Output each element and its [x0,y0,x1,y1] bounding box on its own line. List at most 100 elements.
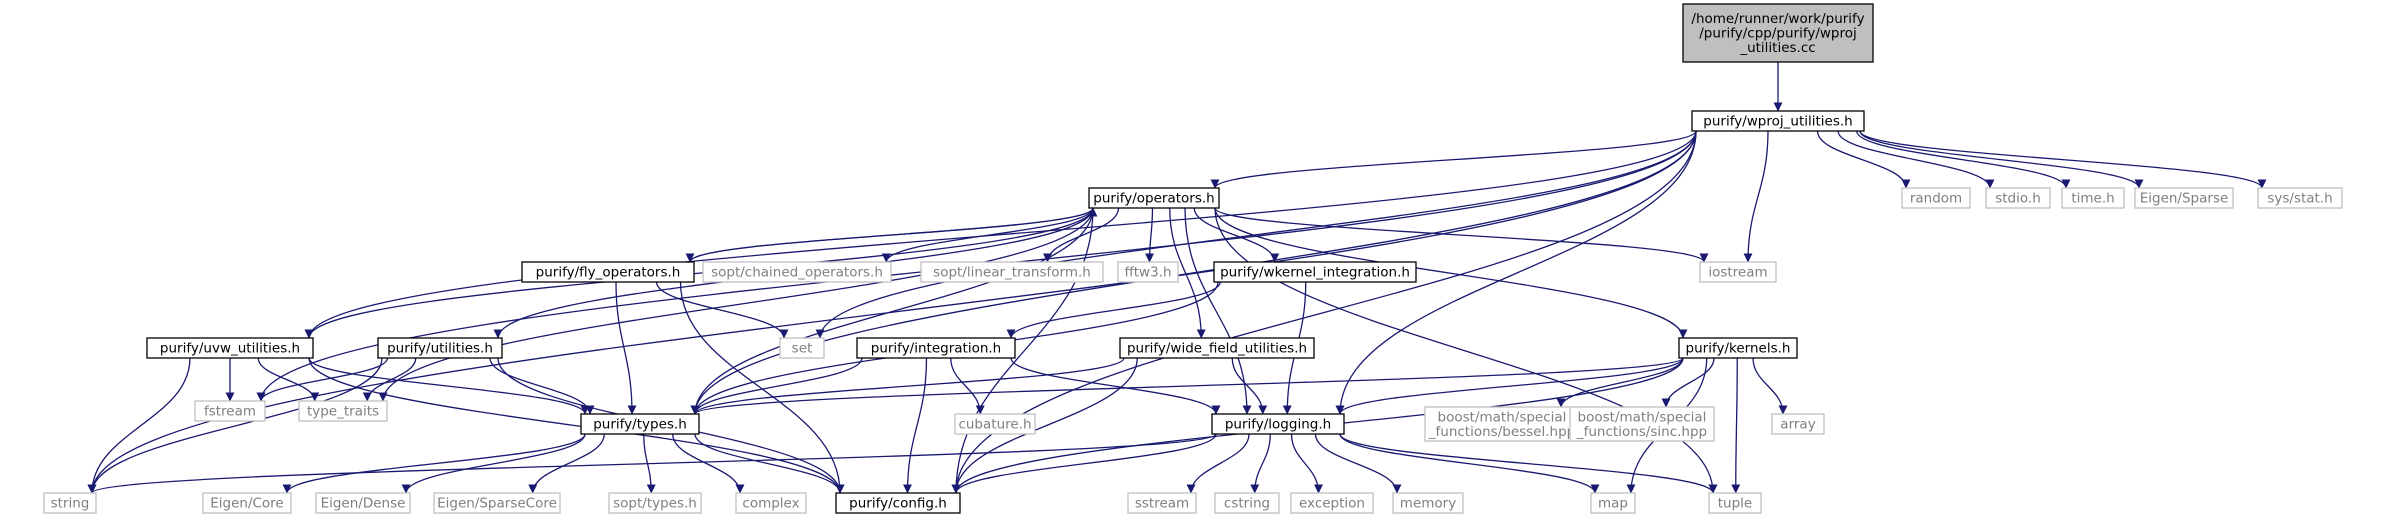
node-box [2134,187,2234,209]
node-fly[interactable]: purify/fly_operators.h [521,261,695,283]
node-box [608,492,702,514]
node-root: /home/runner/work/purify/purify/cpp/puri… [1682,3,1874,63]
node-box [2061,187,2125,209]
node-exception: exception [1290,492,1374,514]
edge-types-to-complex [672,433,745,494]
node-box [856,337,1016,359]
node-box [835,492,961,514]
edge-fly-to-operators [689,207,1098,263]
edge-wproj-to-time [1856,130,2071,189]
edge-operators-to-wkernel [1193,207,1280,263]
node-widefield[interactable]: purify/wide_field_utilities.h [1119,337,1315,359]
edge-logging-to-tuple [1339,433,1718,494]
node-box [779,337,825,359]
node-box [1678,337,1798,359]
node-label: Eigen/Core [210,496,284,512]
edge-fly-to-types [615,281,637,415]
node-box [1708,492,1762,514]
node-label: purify/config.h [849,496,947,512]
edge-operators-to-uvw [304,207,1094,339]
edge-wkernel-to-integration [1006,281,1221,339]
edge-logging-to-string [87,433,1217,494]
edge-integration-to-types [690,357,863,415]
node-box [1901,187,1971,209]
node-config[interactable]: purify/config.h [835,492,961,514]
node-box [1691,110,1865,132]
node-kernels[interactable]: purify/kernels.h [1678,337,1798,359]
edge-fly-to-config [679,281,845,494]
node-box [580,413,700,435]
edge-wproj-to-stdio [1837,130,1995,189]
node-eigen_core: Eigen/Core [202,492,292,514]
node-box [298,400,388,422]
node-box [1119,337,1315,359]
edge-widefield-to-logging [1231,357,1268,415]
node-label: map [1598,496,1628,512]
node-integration[interactable]: purify/integration.h [856,337,1016,359]
edge-wproj-to-iostream [1743,130,1769,263]
node-eigen_sparse: Eigen/Sparse [2134,187,2234,209]
edge-types-to-eigen_dense [401,433,586,494]
node-label: purify/fly_operators.h [536,265,681,281]
edge-kernels-to-tuple [1731,357,1741,494]
node-box [1213,261,1417,283]
edge-uvw-to-typetraits [257,357,320,402]
node-box [1590,492,1636,514]
node-set: set [779,337,825,359]
node-types[interactable]: purify/types.h [580,413,700,435]
node-label: type_traits [307,404,379,420]
edge-wproj-to-set [815,130,1697,339]
node-chained: sopt/chained_operators.h [702,261,892,283]
node-typetraits: type_traits [298,400,388,422]
node-box [377,337,503,359]
node-eigen_sparsecore: Eigen/SparseCore [433,492,561,514]
node-wkernel[interactable]: purify/wkernel_integration.h [1213,261,1417,283]
edge-widefield-to-config [951,357,1138,494]
edge-operators-to-config [951,207,1094,494]
node-label: _functions/bessel.hpp [1428,424,1575,440]
node-complex: complex [735,492,807,514]
node-box [43,492,97,514]
node-label: Eigen/Sparse [2140,191,2229,207]
edge-kernels-to-bessel [1556,357,1684,408]
node-uvw[interactable]: purify/uvw_utilities.h [146,337,314,359]
node-label: time.h [2071,191,2114,207]
node-label: purify/wide_field_utilities.h [1127,341,1307,357]
edge-wproj-to-types [690,130,1697,415]
node-cubature: cubature.h [954,413,1036,435]
node-label: purify/uvw_utilities.h [160,341,300,357]
node-box [702,261,892,283]
node-array: array [1771,413,1825,435]
node-box [146,337,314,359]
edge-operators-to-typetraits [378,207,1094,402]
edge-integration-to-logging [1010,357,1221,415]
node-label: purify/operators.h [1093,191,1214,207]
node-box [315,492,411,514]
edge-uvw-to-types [308,357,590,415]
node-label: /home/runner/work/purify [1691,11,1864,27]
edge-types-to-eigen_sparsecore [528,433,605,494]
node-label: fftw3.h [1124,265,1171,281]
node-box [954,413,1036,435]
edge-logging-to-exception [1290,433,1323,494]
node-logging[interactable]: purify/logging.h [1211,413,1345,435]
node-utilities[interactable]: purify/utilities.h [377,337,503,359]
node-operators[interactable]: purify/operators.h [1088,187,1220,209]
node-tuple: tuple [1708,492,1762,514]
edge-logging-to-config [951,433,1217,494]
node-box [1682,3,1874,63]
node-linear: sopt/linear_transform.h [920,261,1104,283]
edge-logging-to-map [1339,433,1600,494]
node-sstream: sstream [1127,492,1197,514]
edge-operators-to-fftw3 [1145,207,1155,263]
node-memory: memory [1392,492,1464,514]
node-label: array [1780,417,1815,433]
node-wproj[interactable]: purify/wproj_utilities.h [1691,110,1865,132]
node-box [1569,406,1715,442]
node-label: Eigen/SparseCore [437,496,557,512]
node-box [1290,492,1374,514]
edge-kernels-to-logging [1335,357,1684,415]
node-label: sopt/linear_transform.h [933,265,1091,281]
node-label: purify/kernels.h [1686,341,1791,357]
node-eigen_dense: Eigen/Dense [315,492,411,514]
